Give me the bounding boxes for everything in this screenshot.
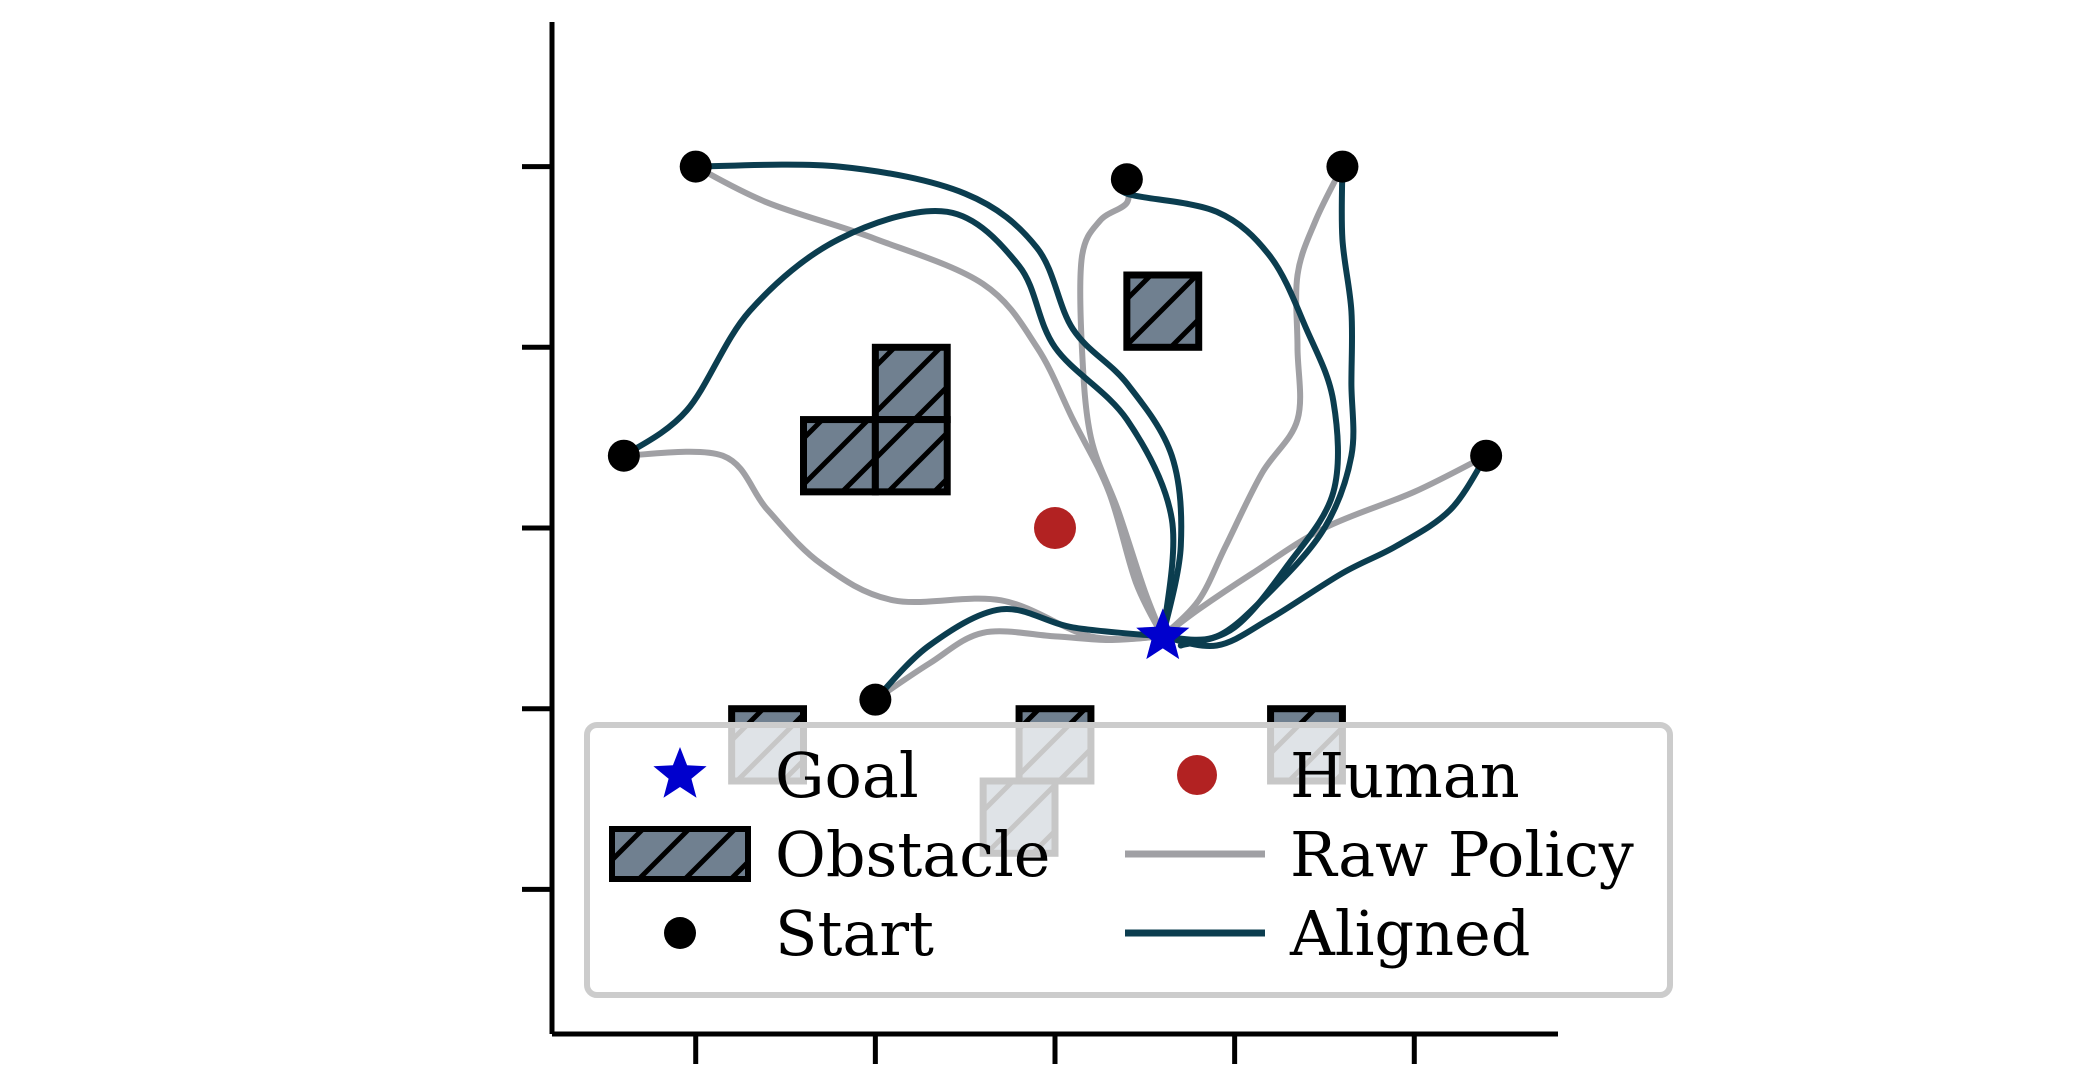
legend-label-goal: Goal (775, 739, 919, 812)
obstacle-1-hatch (871, 343, 951, 424)
axes (522, 22, 1558, 1064)
start-point-4 (607, 439, 640, 472)
legend-box (584, 722, 1673, 998)
human-marker (1034, 507, 1076, 549)
start-point-6 (859, 683, 892, 716)
legend-human-key (1177, 755, 1217, 795)
legend-label-aligned: Aligned (1289, 897, 1530, 970)
legend-label-raw-policy: Raw Policy (1290, 818, 1634, 891)
legend-obstacle-hatch (609, 826, 751, 882)
goal-marker (1136, 608, 1190, 660)
legend-label-human: Human (1290, 739, 1520, 812)
aligned-trajectory-4 (620, 208, 1177, 640)
obstacle-3-hatch (871, 416, 951, 496)
obstacle-4-hatch (1123, 271, 1203, 351)
aligned-layer (620, 161, 1490, 703)
raw-policy-layer (620, 163, 1490, 703)
start-point-5 (1470, 439, 1503, 472)
start-point-3 (1326, 150, 1359, 183)
legend-start-key (664, 917, 696, 949)
start-point-2 (1110, 163, 1143, 196)
raw-policy-trajectory-3 (1159, 163, 1346, 640)
legend-label-obstacle: Obstacle (775, 818, 1050, 891)
start-point-1 (679, 150, 712, 183)
aligned-trajectory-1 (692, 161, 1185, 640)
aligned-trajectory-5 (1159, 452, 1490, 650)
legend-label-start: Start (775, 897, 934, 970)
legend: Goal Human Obstacle Raw Policy Start Ali… (584, 722, 1673, 998)
legend-goal-key (653, 747, 707, 798)
raw-policy-trajectory-5 (1159, 452, 1490, 640)
markers-layer (607, 150, 1503, 716)
aligned-trajectory-3 (1159, 163, 1357, 643)
raw-policy-trajectory-2 (1077, 176, 1166, 640)
obstacle-2-hatch (800, 416, 879, 496)
raw-policy-trajectory-1 (692, 163, 1166, 640)
raw-policy-trajectory-4 (620, 448, 1166, 643)
raw-policy-trajectory-6 (872, 628, 1166, 703)
legend-goal-star (653, 747, 707, 798)
aligned-trajectory-6 (872, 605, 1166, 703)
